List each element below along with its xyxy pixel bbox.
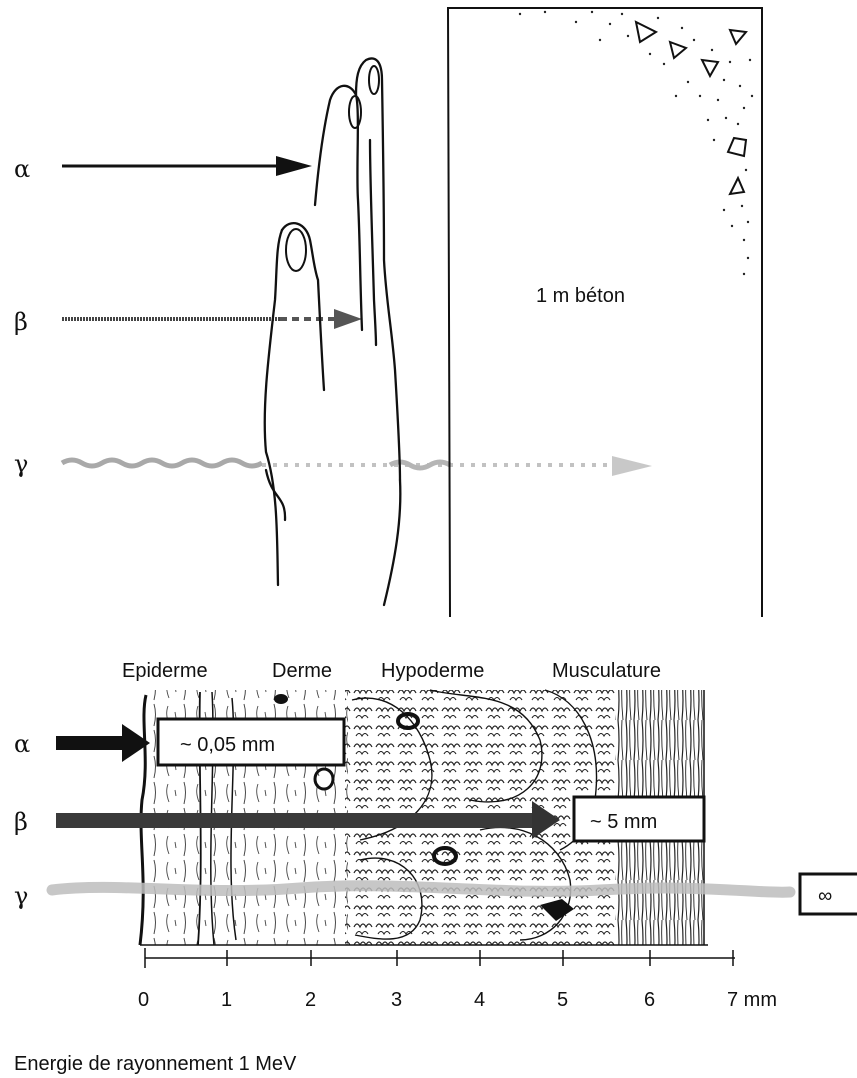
beta-range-box: ~ 5 mm (574, 797, 704, 841)
top-panel: α β γ (14, 8, 762, 617)
layer-label-muscle: Musculature (552, 660, 661, 682)
gamma-range-label: ∞ (818, 885, 832, 907)
layer-label-dermis: Derme (272, 660, 332, 682)
gamma-label-bottom: γ (14, 882, 28, 910)
vessel (274, 694, 288, 704)
alpha-range-box: ~ 0,05 mm (158, 719, 344, 765)
axis-tick-label: 0 (138, 989, 149, 1011)
depth-axis: 0 1 2 3 4 5 6 7 mm (138, 948, 777, 1011)
layer-label-epidermis: Epiderme (122, 660, 208, 682)
beta-label-top: β (14, 308, 28, 336)
gamma-ray-top (62, 456, 652, 476)
stone (728, 138, 746, 156)
alpha-range-label: ~ 0,05 mm (180, 734, 275, 756)
axis-tick-label: 7 mm (727, 989, 777, 1011)
gamma-range-box: ∞ (800, 874, 857, 914)
energy-caption: Energie de rayonnement 1 MeV (14, 1053, 297, 1075)
stone (730, 30, 746, 44)
beta-range-label: ~ 5 mm (590, 811, 657, 833)
layer-label-hypodermis: Hypoderme (381, 660, 484, 682)
alpha-arrow-bottom (56, 724, 150, 762)
index-nail (349, 96, 361, 128)
alpha-label-top: α (14, 155, 30, 183)
beta-arrow-top (62, 309, 362, 329)
axis-tick-label: 1 (221, 989, 232, 1011)
hand-illustration (265, 58, 401, 605)
axis-tick-label: 4 (474, 989, 485, 1011)
stone (636, 22, 656, 42)
axis-tick-label: 6 (644, 989, 655, 1011)
stone (670, 42, 686, 58)
middle-nail (369, 66, 379, 94)
concrete-label: 1 m béton (536, 285, 625, 307)
axis-tick-label: 2 (305, 989, 316, 1011)
beta-label-bottom: β (14, 808, 28, 836)
gamma-ray-bottom (52, 886, 790, 893)
stone (730, 178, 744, 194)
concrete-block: 1 m béton (448, 8, 762, 617)
bottom-panel: Epiderme Derme Hypoderme Musculature (14, 660, 857, 1011)
gamma-label-top: γ (14, 450, 28, 478)
axis-tick-label: 3 (391, 989, 402, 1011)
axis-tick-label: 5 (557, 989, 568, 1011)
alpha-label-bottom: α (14, 730, 30, 758)
alpha-arrow-top (62, 156, 312, 176)
thumb-nail (286, 229, 306, 271)
stone (702, 60, 718, 76)
